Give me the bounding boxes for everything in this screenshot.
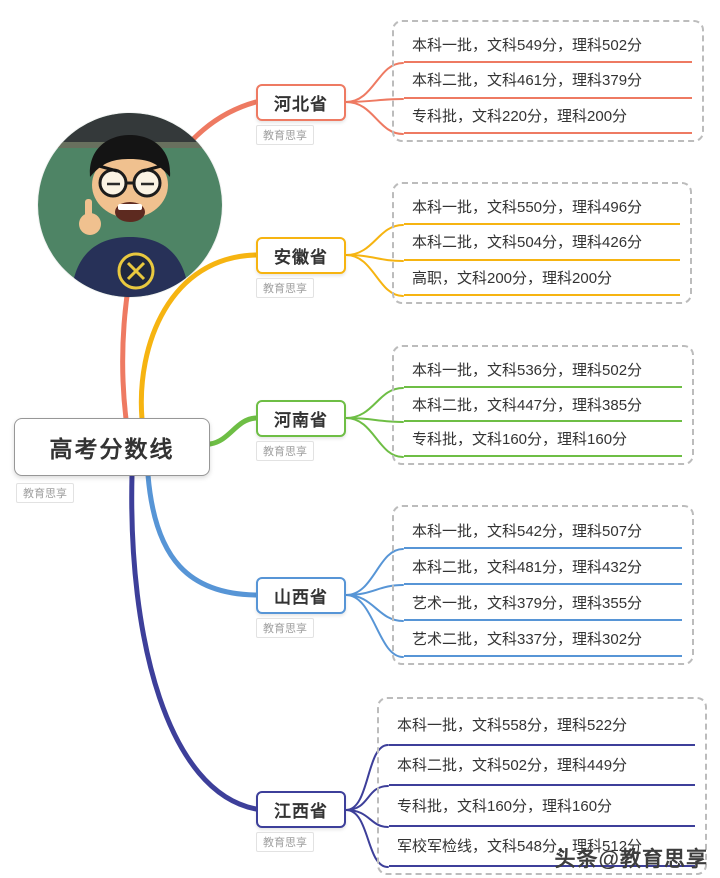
score-item: 高职，文科200分，理科200分 bbox=[404, 261, 680, 296]
watermark-badge: 教育思享 bbox=[256, 832, 314, 852]
score-group-hebei: 本科一批，文科549分，理科502分 本科二批，文科461分，理科379分 专科… bbox=[392, 20, 704, 142]
province-node-hebei: 河北省 bbox=[256, 84, 346, 121]
avatar-illustration bbox=[38, 113, 222, 297]
score-item: 本科一批，文科542分，理科507分 bbox=[404, 513, 682, 549]
score-item: 军校军检线，文科548分，理科512分 bbox=[389, 827, 695, 867]
province-node-anhui: 安徽省 bbox=[256, 237, 346, 274]
watermark-badge: 教育思享 bbox=[256, 278, 314, 298]
province-node-shanxi: 山西省 bbox=[256, 577, 346, 614]
province-node-henan: 河南省 bbox=[256, 400, 346, 437]
score-group-jiangxi: 本科一批，文科558分，理科522分 本科二批，文科502分，理科449分 专科… bbox=[377, 697, 707, 875]
trunk-line-henan bbox=[207, 415, 259, 447]
score-item: 本科二批，文科504分，理科426分 bbox=[404, 225, 680, 261]
watermark-badge: 教育思享 bbox=[16, 483, 74, 503]
score-group-anhui: 本科一批，文科550分，理科496分 本科二批，文科504分，理科426分 高职… bbox=[392, 182, 692, 304]
watermark-badge: 教育思享 bbox=[256, 618, 314, 638]
score-group-shanxi: 本科一批，文科542分，理科507分 本科二批，文科481分，理科432分 艺术… bbox=[392, 505, 694, 665]
trunk-line-jiangxi bbox=[129, 472, 259, 812]
score-group-henan: 本科一批，文科536分，理科502分 本科二批，文科447分，理科385分 专科… bbox=[392, 345, 694, 465]
score-item: 本科一批，文科558分，理科522分 bbox=[389, 705, 695, 746]
score-item: 本科一批，文科550分，理科496分 bbox=[404, 190, 680, 226]
score-item: 本科一批，文科536分，理科502分 bbox=[404, 353, 682, 388]
score-item: 艺术二批，文科337分，理科302分 bbox=[404, 621, 682, 657]
score-item: 本科一批，文科549分，理科502分 bbox=[404, 28, 692, 64]
score-item: 本科二批，文科502分，理科449分 bbox=[389, 746, 695, 786]
watermark-badge: 教育思享 bbox=[256, 125, 314, 145]
score-item: 专科批，文科160分，理科160分 bbox=[404, 422, 682, 458]
score-item: 艺术一批，文科379分，理科355分 bbox=[404, 585, 682, 621]
root-node: 高考分数线 bbox=[14, 418, 210, 476]
watermark-badge: 教育思享 bbox=[256, 441, 314, 461]
credit-watermark: 头条@教育思享 bbox=[554, 848, 708, 871]
score-item: 本科二批，文科461分，理科379分 bbox=[404, 63, 692, 99]
province-node-jiangxi: 江西省 bbox=[256, 791, 346, 828]
score-item: 专科批，文科160分，理科160分 bbox=[389, 786, 695, 827]
score-item: 本科二批，文科447分，理科385分 bbox=[404, 388, 682, 423]
score-item: 本科二批，文科481分，理科432分 bbox=[404, 549, 682, 585]
score-item: 专科批，文科220分，理科200分 bbox=[404, 99, 692, 134]
avatar bbox=[38, 113, 222, 297]
trunk-line-shanxi bbox=[145, 472, 259, 598]
